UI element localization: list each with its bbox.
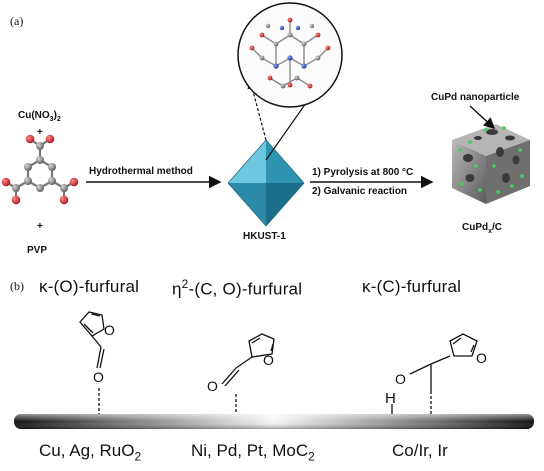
carbonyl-oxygen-1: O xyxy=(93,369,104,385)
ring-oxygen-3: O xyxy=(476,350,487,366)
ring-oxygen-1: O xyxy=(104,322,115,338)
furfural-eta2-structure xyxy=(221,333,275,414)
copper-nitrate-sub-3: 3 xyxy=(49,116,54,123)
product-label: CuPdx/C xyxy=(462,222,502,235)
copper-nitrate-text: Cu(NO xyxy=(18,110,50,121)
mode-kappa-c-label: κ-(C)-furfural xyxy=(362,277,462,296)
mode-eta2-prefix: η xyxy=(172,279,182,299)
hydrogen-atom: H xyxy=(385,390,396,407)
panel-a-tag: (a) xyxy=(10,14,24,28)
metals-group-3-text: Co/Ir, Ir xyxy=(392,441,448,460)
linker-molecule-icon xyxy=(1,134,79,205)
furfural-kappa-c-structure xyxy=(391,333,478,414)
mode-eta2-rest: -(C, O)-furfural xyxy=(188,279,303,299)
hydrothermal-method-label: Hydrothermal method xyxy=(89,166,193,177)
panel-b-tag: (b) xyxy=(10,279,24,293)
carbonyl-oxygen-3: O xyxy=(395,371,406,387)
galvanic-step-label: 2) Galvanic reaction xyxy=(312,186,408,197)
metals-group-2-text: Ni, Pd, Pt, MoC xyxy=(191,441,309,460)
copper-nitrate-sub-2: 2 xyxy=(56,116,61,123)
pyrolysis-step-label: 1) Pyrolysis at 800 °C xyxy=(312,167,414,178)
mof-structure-zoom-circle xyxy=(237,2,343,108)
furfural-kappa-o-structure xyxy=(79,311,105,414)
cupd-carbon-cube-icon xyxy=(452,124,530,204)
mode-eta2-sup: 2 xyxy=(181,277,189,291)
plus-sign-top: + xyxy=(37,127,43,138)
hkust1-octahedron-icon xyxy=(227,139,305,227)
metals-group-2-sub: 2 xyxy=(308,449,315,464)
ring-oxygen-2: O xyxy=(263,352,274,368)
metals-group-2: Ni, Pd, Pt, MoC2 xyxy=(191,441,315,463)
metals-group-1-text: Cu, Ag, RuO xyxy=(39,441,135,460)
product-main-text: CuPd xyxy=(462,222,489,233)
copper-nitrate-label: Cu(NO3)2 xyxy=(18,110,61,123)
metals-group-3: Co/Ir, Ir xyxy=(392,441,448,463)
pvp-label: PVP xyxy=(27,245,48,256)
plus-sign-bottom: + xyxy=(37,221,43,232)
product-tail-text: /C xyxy=(492,222,503,233)
mode-kappa-o-label: κ-(O)-furfural xyxy=(39,277,140,296)
mode-eta2-label: η2-(C, O)-furfural xyxy=(172,277,302,300)
catalyst-surface-bar xyxy=(14,414,534,429)
carbonyl-oxygen-2: O xyxy=(207,378,218,394)
nanoparticle-pointer xyxy=(469,105,496,129)
metals-group-1: Cu, Ag, RuO2 xyxy=(39,441,141,463)
copper-nitrate-close: ) xyxy=(53,110,57,121)
metals-group-1-sub: 2 xyxy=(134,449,142,464)
hkust1-label: HKUST-1 xyxy=(243,231,286,242)
product-sub-text: x xyxy=(488,228,493,235)
nanoparticle-label: CuPd nanoparticle xyxy=(431,92,520,103)
